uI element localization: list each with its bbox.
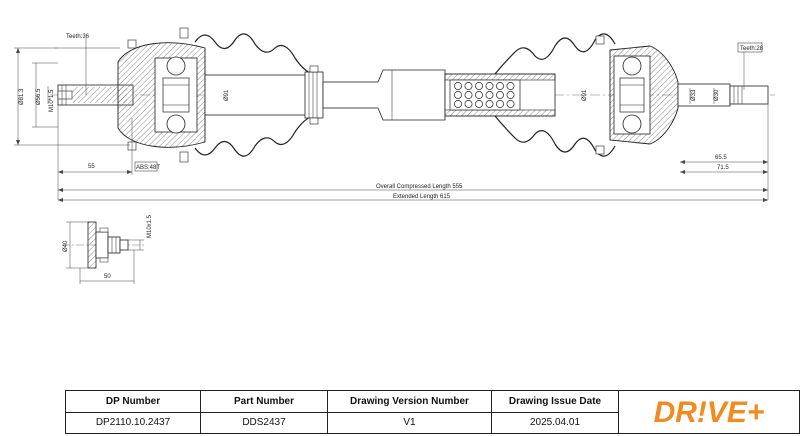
extended-label: Extended Length 615 [393, 194, 451, 200]
len-65-label: 65.5 [715, 155, 727, 161]
bolt-len-label: 50 [104, 274, 111, 280]
right-stub-shaft [677, 83, 769, 107]
logo-text: DR!VE+ [654, 396, 765, 429]
needle-roller [506, 91, 515, 99]
left-shaft-section [204, 65, 324, 125]
len-55-label: 55 [88, 164, 95, 170]
needle-roller [475, 82, 483, 90]
dimension-lines [14, 38, 769, 201]
bolt-dia-label: Ø40 [63, 240, 69, 252]
needle-roller [454, 100, 462, 108]
header-issue-date: Drawing Issue Date [491, 390, 619, 413]
header-part-number: Part Number [200, 390, 328, 413]
needle-roller [475, 100, 483, 108]
needle-roller [464, 91, 473, 99]
central-shaft [322, 69, 446, 121]
needle-roller [496, 82, 504, 90]
needle-roller [485, 100, 494, 108]
needle-roller [454, 82, 462, 90]
left-cv-housing [117, 27, 206, 163]
dia-30-label: Ø30 [714, 89, 720, 101]
dia-91-right-label: Ø91 [582, 89, 588, 101]
dia-33-label: Ø33 [691, 89, 697, 101]
teeth-right-label: Teeth:28 [740, 46, 764, 52]
needle-roller [464, 100, 473, 108]
value-drawing-version: V1 [327, 411, 492, 434]
needle-roller [475, 91, 483, 99]
needle-roller [496, 91, 504, 99]
teeth-right-box [737, 42, 763, 53]
needle-roller [506, 82, 515, 90]
title-block-value-row: DP2110.10.2437 DDS2437 V1 2025.04.01 [65, 411, 800, 434]
logo-cell: DR!VE+ [618, 390, 800, 434]
value-part-number: DDS2437 [200, 411, 328, 434]
right-boot [494, 33, 616, 157]
title-block: DP Number Part Number Drawing Version Nu… [65, 390, 800, 434]
drive-plus-logo: DR!VE+ [654, 396, 765, 429]
header-dp-number: DP Number [65, 390, 201, 413]
left-stub-shaft [57, 84, 134, 106]
thread-left-label: M10*1.5 [49, 89, 55, 112]
needle-roller [485, 91, 494, 99]
needle-roller [485, 82, 494, 90]
title-block-header-row: DP Number Part Number Drawing Version Nu… [65, 390, 800, 434]
right-tripod-joint [444, 73, 556, 117]
overall-compressed-label: Overall Compressed Length 555 [376, 184, 463, 190]
left-boot [194, 33, 313, 157]
drive-shaft-drawing: Teeth:36 Teeth:28 Ø81.3 Ø56.5 M10*1.5 Ø9… [14, 27, 775, 284]
needle-roller [506, 100, 515, 108]
needle-roller [454, 91, 462, 99]
abs-label: ABS:48T [136, 165, 160, 171]
bolt-dimension-lines [66, 221, 144, 284]
teeth-left-label: Teeth:36 [66, 34, 90, 40]
abs-box [134, 161, 158, 172]
dimension-arrows [16, 48, 768, 202]
needle-rollers [454, 82, 515, 108]
dia-56-label: Ø56.5 [36, 88, 42, 105]
bolt-detail [62, 221, 145, 269]
value-issue-date: 2025.04.01 [491, 411, 619, 434]
bolt-thread-label: M10x1.5 [147, 214, 153, 238]
dia-91-left-label: Ø91 [224, 89, 230, 101]
right-cv-housing [595, 35, 679, 155]
header-drawing-version: Drawing Version Number [327, 390, 492, 413]
len-71-label: 71.5 [717, 165, 729, 171]
value-dp-number: DP2110.10.2437 [65, 411, 201, 434]
needle-roller [464, 82, 473, 90]
needle-roller [496, 100, 504, 108]
dia-81-label: Ø81.3 [19, 88, 25, 105]
